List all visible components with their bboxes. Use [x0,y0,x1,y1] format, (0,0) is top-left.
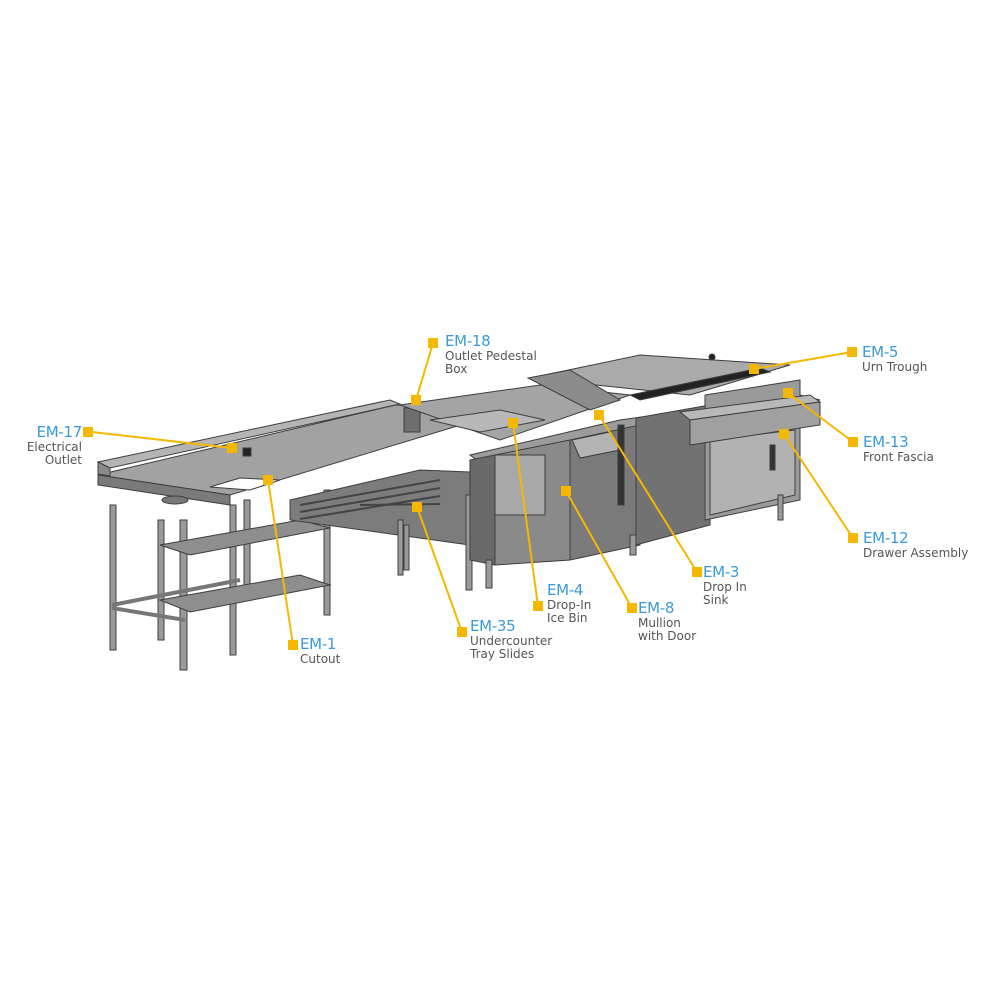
callout-em-35: EM-35 Undercounter Tray Slides [470,618,552,661]
callout-code: EM-35 [470,617,516,635]
callout-desc: with Door [638,628,697,643]
callout-code: EM-17 [36,423,83,441]
callout-desc: Mullion [638,615,681,630]
callout-em-8: EM-8 Mullion with Door [638,600,696,643]
callout-code: EM-8 [638,599,675,617]
callout-desc: Outlet Pedestal [445,348,537,363]
open-work-table [96,399,511,671]
tray-slide-section [289,469,473,591]
callout-desc: Electrical [26,439,82,454]
callout-em-3: EM-3 Drop In Sink [703,564,747,607]
rear-raised-section [526,353,822,521]
callout-desc: Outlet [44,452,82,467]
callout-leaders [83,338,858,650]
callout-em-12: EM-12 Drawer Assembly [863,530,968,560]
callout-desc: Drop In [703,579,747,594]
callout-code: EM-4 [547,581,584,599]
callout-code: EM-1 [300,635,337,653]
callout-desc: Undercounter [470,633,553,648]
callout-desc: Drop-In [547,597,592,612]
callout-desc: Drawer Assembly [863,545,969,560]
callout-em-17: EM-17 Electrical Outlet [20,424,82,467]
callout-em-5: EM-5 Urn Trough [862,344,927,374]
callout-em-4: EM-4 Drop-In Ice Bin [547,582,591,625]
callout-code: EM-13 [863,433,909,451]
callout-desc: Urn Trough [862,359,928,374]
callout-desc: Box [445,361,468,376]
callout-em-18: EM-18 Outlet Pedestal Box [445,333,537,376]
callout-em-13: EM-13 Front Fascia [863,434,934,464]
callout-code: EM-18 [445,332,491,350]
callout-code: EM-5 [862,343,899,361]
callout-desc: Tray Slides [470,646,535,661]
callout-desc: Sink [703,592,729,607]
callout-em-1: EM-1 Cutout [300,636,340,666]
callout-desc: Front Fascia [863,449,934,464]
callout-code: EM-12 [863,529,909,547]
callout-code: EM-3 [703,563,740,581]
callout-desc: Ice Bin [547,610,588,625]
callout-desc: Cutout [300,651,341,666]
